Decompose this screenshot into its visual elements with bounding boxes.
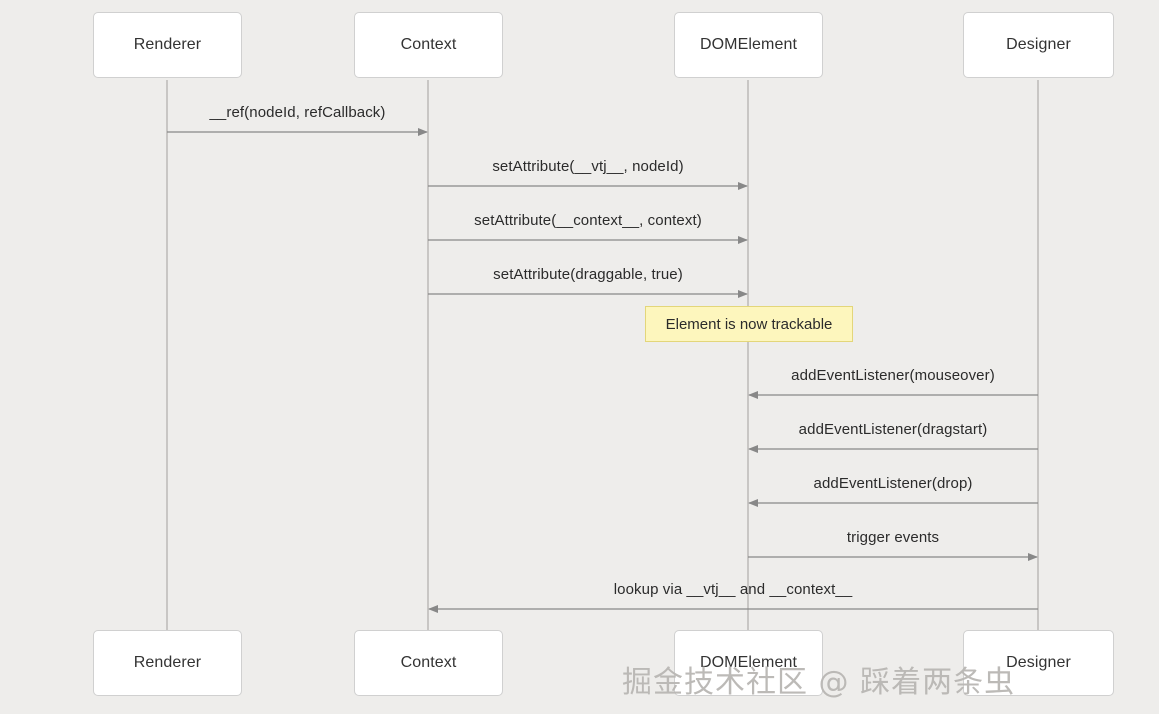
message-label-m7: addEventListener(drop): [813, 475, 973, 492]
message-label-m6: addEventListener(dragstart): [798, 421, 988, 438]
lifelines-group: [166, 80, 1039, 632]
participant-domelement-bottom[interactable]: DOMElement: [674, 630, 823, 696]
message-label-m2: setAttribute(__vtj__, nodeId): [492, 158, 684, 175]
participant-label: Context: [400, 36, 457, 53]
participant-label: DOMElement: [699, 654, 798, 671]
note-element-trackable: Element is now trackable: [645, 306, 853, 342]
participant-label: Renderer: [133, 654, 202, 671]
message-label-m9: lookup via __vtj__ and __context__: [613, 581, 853, 598]
message-label-m4: setAttribute(draggable, true): [493, 266, 683, 283]
participant-designer-top[interactable]: Designer: [963, 12, 1114, 78]
participant-label: Renderer: [133, 36, 202, 53]
participant-context-bottom[interactable]: Context: [354, 630, 503, 696]
participant-label: Context: [400, 654, 457, 671]
participant-renderer-top[interactable]: Renderer: [93, 12, 242, 78]
participant-domelement-top[interactable]: DOMElement: [674, 12, 823, 78]
message-label-m1: __ref(nodeId, refCallback): [209, 104, 386, 121]
participant-context-top[interactable]: Context: [354, 12, 503, 78]
participant-renderer-bottom[interactable]: Renderer: [93, 630, 242, 696]
message-arrows-group: [167, 128, 1038, 613]
participant-designer-bottom[interactable]: Designer: [963, 630, 1114, 696]
message-label-m3: setAttribute(__context__, context): [474, 212, 702, 229]
participant-label: DOMElement: [699, 36, 798, 53]
participant-label: Designer: [1006, 36, 1071, 53]
participant-label: Designer: [1006, 654, 1071, 671]
note-text: Element is now trackable: [665, 315, 833, 333]
message-label-m8: trigger events: [846, 529, 940, 546]
message-label-m5: addEventListener(mouseover): [791, 367, 995, 384]
